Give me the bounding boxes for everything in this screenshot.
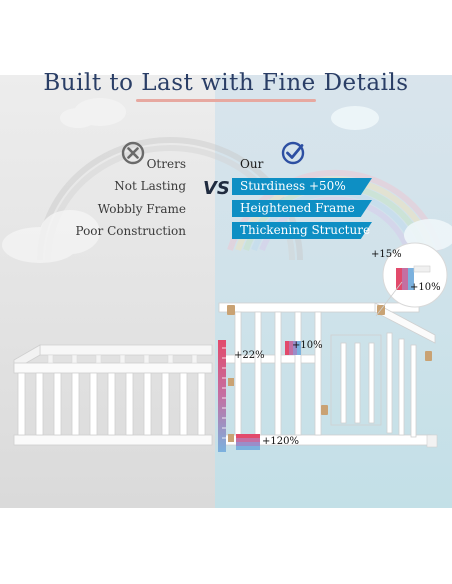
our-playpen-illustration xyxy=(218,302,438,448)
height-ruler xyxy=(218,340,234,452)
vs-label: VS xyxy=(203,178,230,199)
our-item-band-3 xyxy=(232,222,372,239)
title-underline xyxy=(136,99,316,102)
others-item-2: Wobbly Frame xyxy=(97,202,186,216)
our-item-band-1 xyxy=(232,178,372,195)
our-item-3: Thickening Structure xyxy=(240,223,371,237)
our-item-band-2 xyxy=(232,200,372,217)
others-item-3: Poor Construction xyxy=(75,224,186,238)
others-playpen-illustration xyxy=(13,344,213,446)
rail-gradient-marker xyxy=(285,341,301,355)
rail-annotation: +10% xyxy=(292,340,323,351)
others-header: Otrers xyxy=(146,157,186,171)
page-title: Built to Last with Fine Details xyxy=(43,70,409,96)
zoom-top-annotation: +15% xyxy=(371,249,402,260)
zoom-pointer-line xyxy=(375,281,403,317)
our-item-1: Sturdiness +50% xyxy=(240,179,346,193)
x-circle-icon xyxy=(121,141,145,165)
our-item-2: Heightened Frame xyxy=(240,201,355,215)
bottom-rail-annotation: +120% xyxy=(262,436,299,447)
others-item-1: Not Lasting xyxy=(114,179,186,193)
zoom-side-annotation: +10% xyxy=(410,282,441,293)
zoom-detail-badge xyxy=(382,242,448,308)
bottom-rail-gradient-marker xyxy=(236,434,260,450)
height-annotation: +22% xyxy=(234,350,265,361)
our-header: Our xyxy=(240,157,264,171)
check-circle-icon xyxy=(281,141,305,165)
